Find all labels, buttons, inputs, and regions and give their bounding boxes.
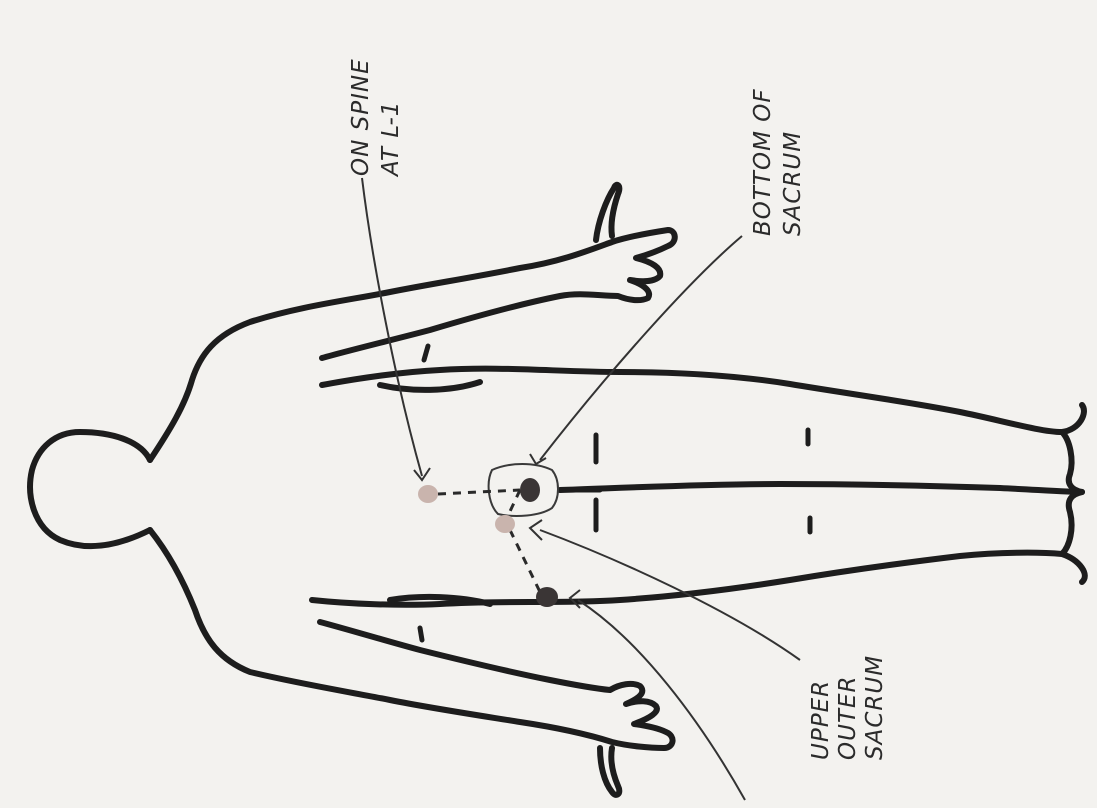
label-bottom-sacrum: BOTTOM OF SACRUM [750,88,806,236]
label-upper-outer-sacrum-line-3: SACRUM [862,655,888,760]
bottom-foot-outline [1062,492,1082,554]
dash-spine-to-sacrum [438,490,520,494]
top-arm-inner-outline [380,382,480,390]
point-outer-hip [536,587,558,607]
label-bottom-sacrum-line-1: BOTTOM OF [750,88,776,236]
body-ticks [420,346,810,640]
point-spine-l1 [418,485,438,503]
tick-mark [420,628,422,640]
point-bottom-sacrum [520,478,540,502]
top-torso-leg-outline [322,369,1084,432]
label-spine-line-2: AT L-1 [378,101,404,178]
label-spine: ON SPINE AT L-1 [348,58,404,178]
label-upper-outer-sacrum: UPPER OUTER SACRUM [808,655,888,760]
upper-arm-outline [150,230,675,460]
leg-divider [560,484,1082,492]
label-spine-line-1: ON SPINE [348,58,374,176]
label-upper-outer-sacrum-line-1: UPPER [808,680,834,760]
point-upper-sacrum [495,515,515,533]
lower-arm-outline [150,530,673,748]
leader-bottom-sacrum [540,236,742,460]
label-bottom-sacrum-line-2: SACRUM [780,131,806,236]
tick-mark [424,346,428,360]
head-outline [30,432,150,546]
dashed-connectors [438,490,540,592]
bottom-thumb-outline [600,748,619,795]
top-foot-outline [1062,432,1082,492]
label-upper-outer-sacrum-line-2: OUTER [835,675,861,760]
dash-upper-to-outer [510,530,540,592]
leader-spine [362,178,422,476]
top-thumb-outline [596,185,619,240]
